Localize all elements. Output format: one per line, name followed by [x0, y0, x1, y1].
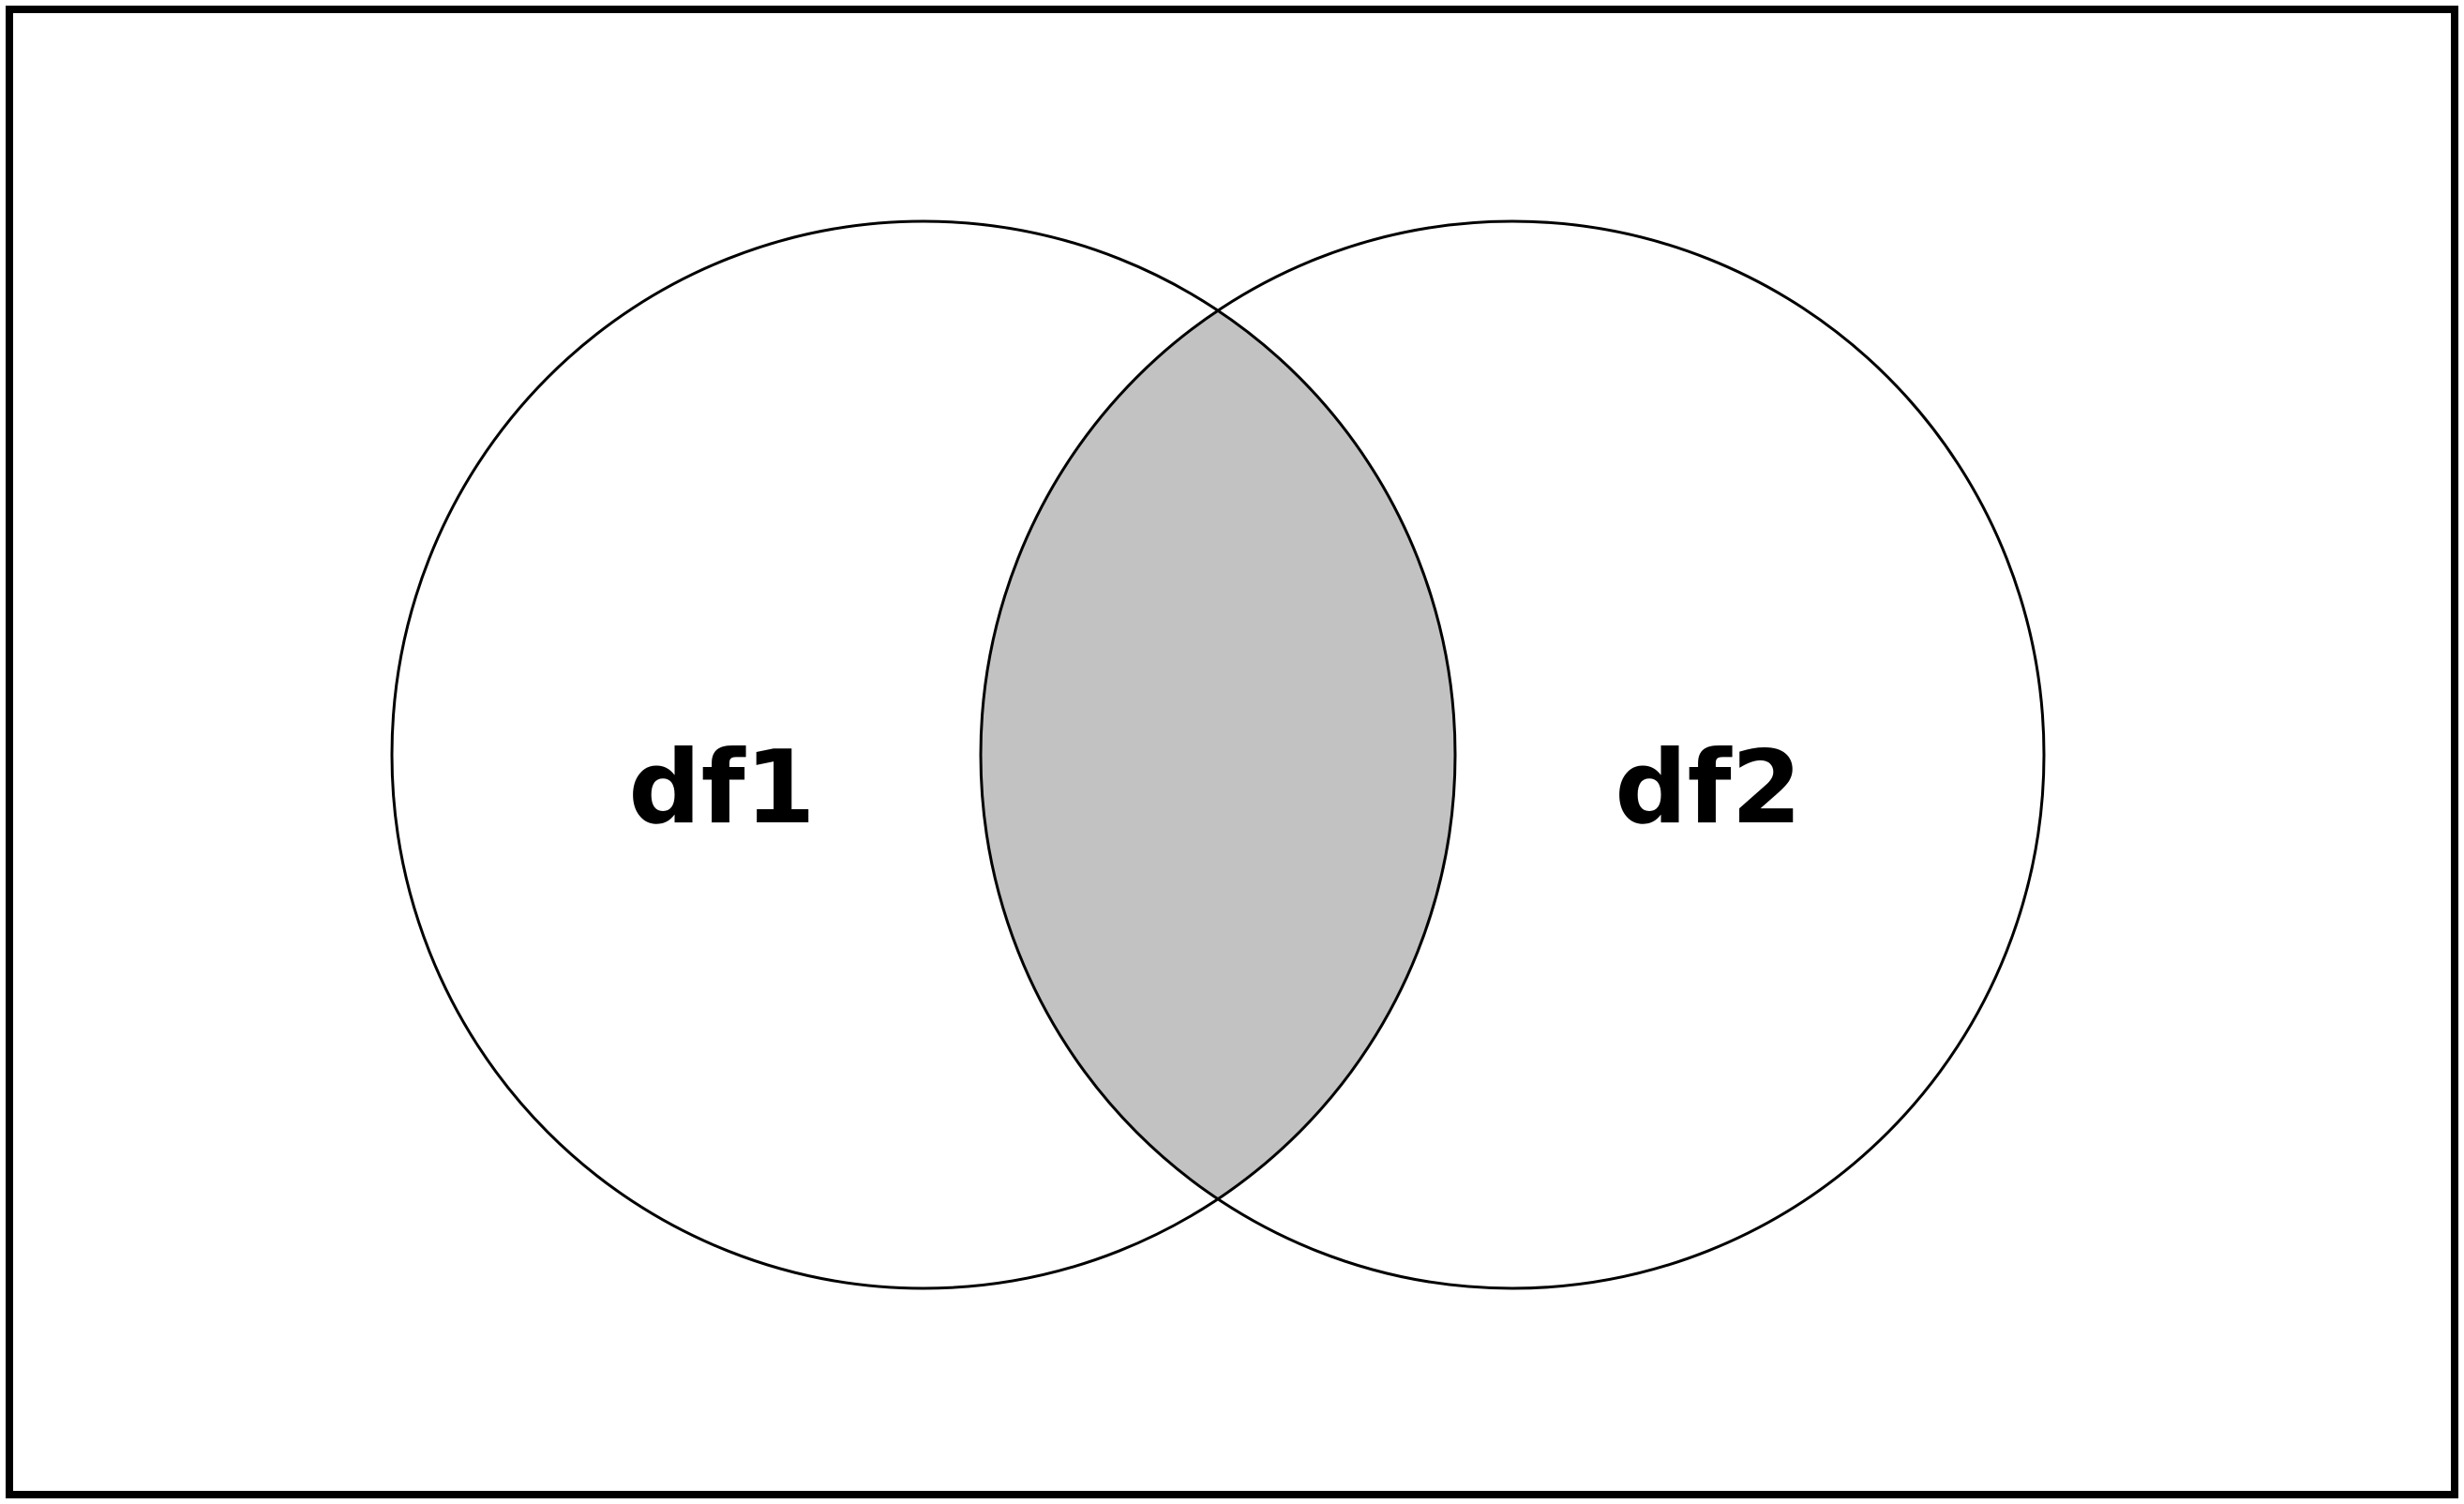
set-label-df1: df1 — [628, 729, 815, 847]
diagram-frame — [6, 6, 2458, 1498]
intersection-region — [981, 223, 1455, 1286]
set-circle-df1 — [390, 219, 1457, 1290]
set-label-df2: df2 — [1615, 729, 1801, 847]
set-circle-df2 — [979, 219, 2046, 1290]
